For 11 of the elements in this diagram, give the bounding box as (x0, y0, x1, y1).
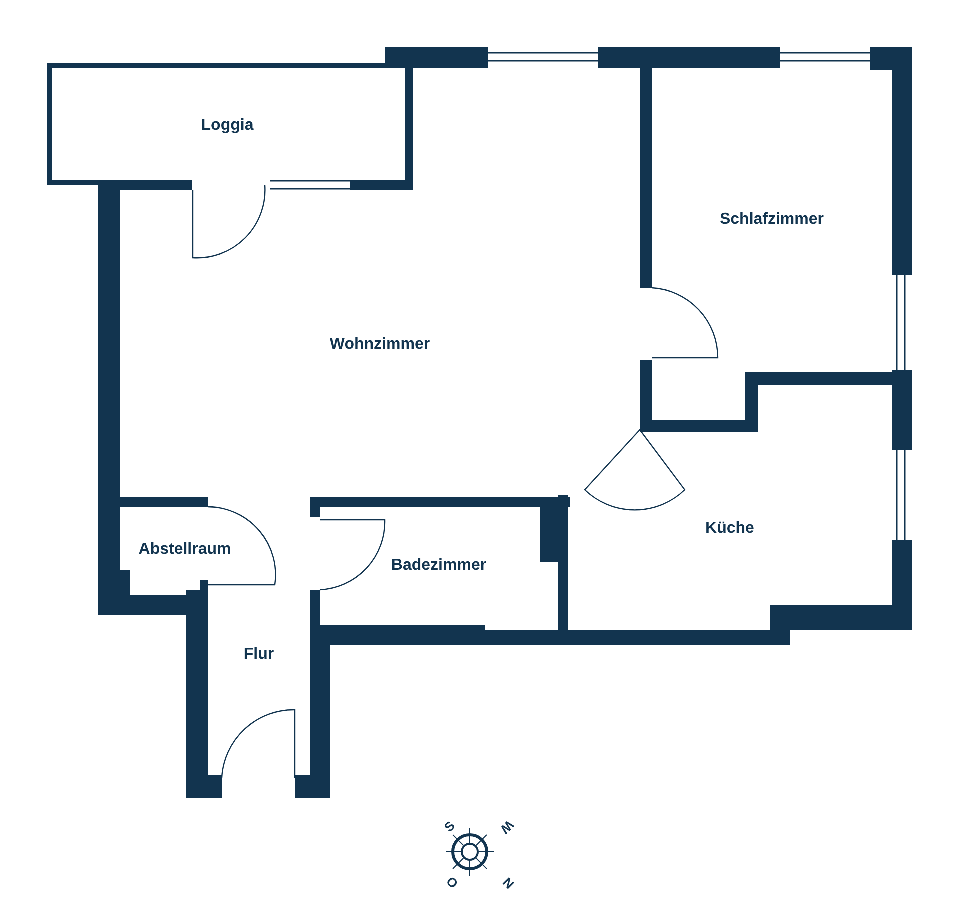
room-label: Abstellraum (138, 540, 232, 558)
room-label: Flur (244, 646, 274, 664)
room-label: Schlafzimmer (720, 211, 824, 229)
room-label: Wohnzimmer (330, 336, 430, 354)
compass-direction-letter: N (499, 874, 518, 893)
compass-direction-letter: O (442, 873, 462, 893)
room-label: Loggia (201, 116, 254, 134)
compass-direction-letter: S (440, 817, 459, 837)
compass-direction-letter: W (497, 817, 517, 837)
room-label: Badezimmer (391, 557, 487, 575)
room-label: Küche (706, 520, 754, 538)
